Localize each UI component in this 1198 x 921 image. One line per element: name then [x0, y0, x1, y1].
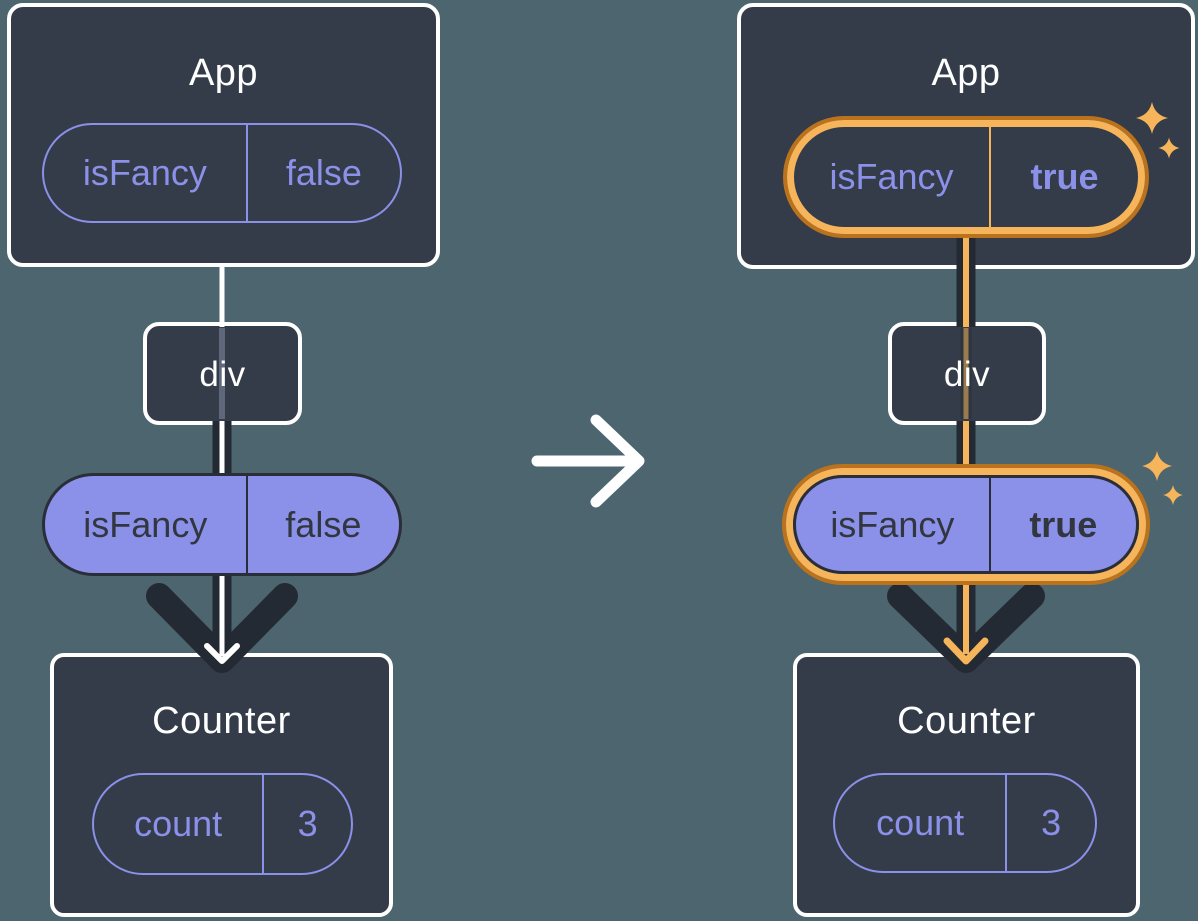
app-prop-pill: isFancy false — [42, 123, 402, 223]
counter-state-pill: count 3 — [92, 773, 353, 875]
counter-title: Counter — [897, 700, 1036, 742]
passed-prop-pill: isFancy false — [42, 473, 402, 576]
prop-value: true — [988, 478, 1136, 571]
state-value: 3 — [1005, 775, 1095, 871]
div-label: div — [199, 355, 246, 394]
counter-title: Counter — [152, 700, 291, 742]
after-tree-arrow-down-icon — [887, 234, 1045, 673]
passed-prop-pill-highlighted: isFancy true — [782, 464, 1150, 585]
prop-name: isFancy — [83, 503, 208, 545]
arrowhead-white — [204, 643, 240, 664]
app-prop-pill-highlighted: isFancy true — [783, 116, 1149, 238]
arrow-right-icon — [531, 414, 645, 508]
prop-name: isFancy — [830, 503, 955, 545]
arrowhead-orange — [943, 637, 989, 665]
counter-state-pill: count 3 — [833, 773, 1097, 873]
app-title: App — [188, 52, 259, 94]
div-label: div — [943, 355, 991, 394]
prop-value: true — [988, 127, 1138, 227]
app-title: App — [931, 52, 1001, 94]
prop-name: isFancy — [829, 156, 954, 197]
state-value: 3 — [262, 775, 351, 873]
prop-value: false — [245, 476, 399, 573]
prop-name: isFancy — [82, 152, 207, 193]
state-name: count — [876, 802, 965, 843]
prop-value: false — [245, 125, 400, 221]
state-name: count — [134, 803, 223, 844]
before-tree-arrow-down-icon — [146, 266, 298, 673]
